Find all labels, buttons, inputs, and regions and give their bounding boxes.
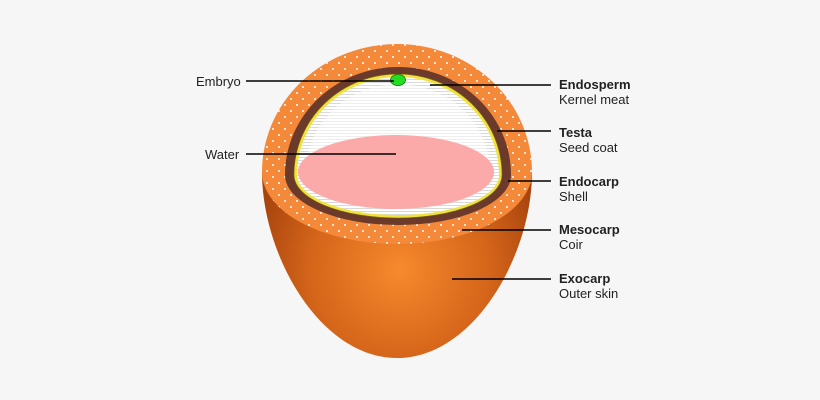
label-endosperm-name: Endosperm — [559, 77, 631, 92]
label-mesocarp-desc: Coir — [559, 237, 584, 252]
label-endosperm-desc: Kernel meat — [559, 92, 629, 107]
label-mesocarp-name: Mesocarp — [559, 222, 620, 237]
label-exocarp-name: Exocarp — [559, 271, 610, 286]
label-endocarp-name: Endocarp — [559, 174, 619, 189]
label-exocarp-desc: Outer skin — [559, 286, 618, 301]
label-testa-desc: Seed coat — [559, 140, 618, 155]
embryo-shape — [390, 74, 406, 86]
label-testa-name: Testa — [559, 125, 593, 140]
label-endocarp-desc: Shell — [559, 189, 588, 204]
water-shape — [298, 135, 494, 209]
leader-lines — [246, 80, 551, 280]
label-embryo: Embryo — [196, 74, 241, 89]
label-water: Water — [205, 147, 240, 162]
